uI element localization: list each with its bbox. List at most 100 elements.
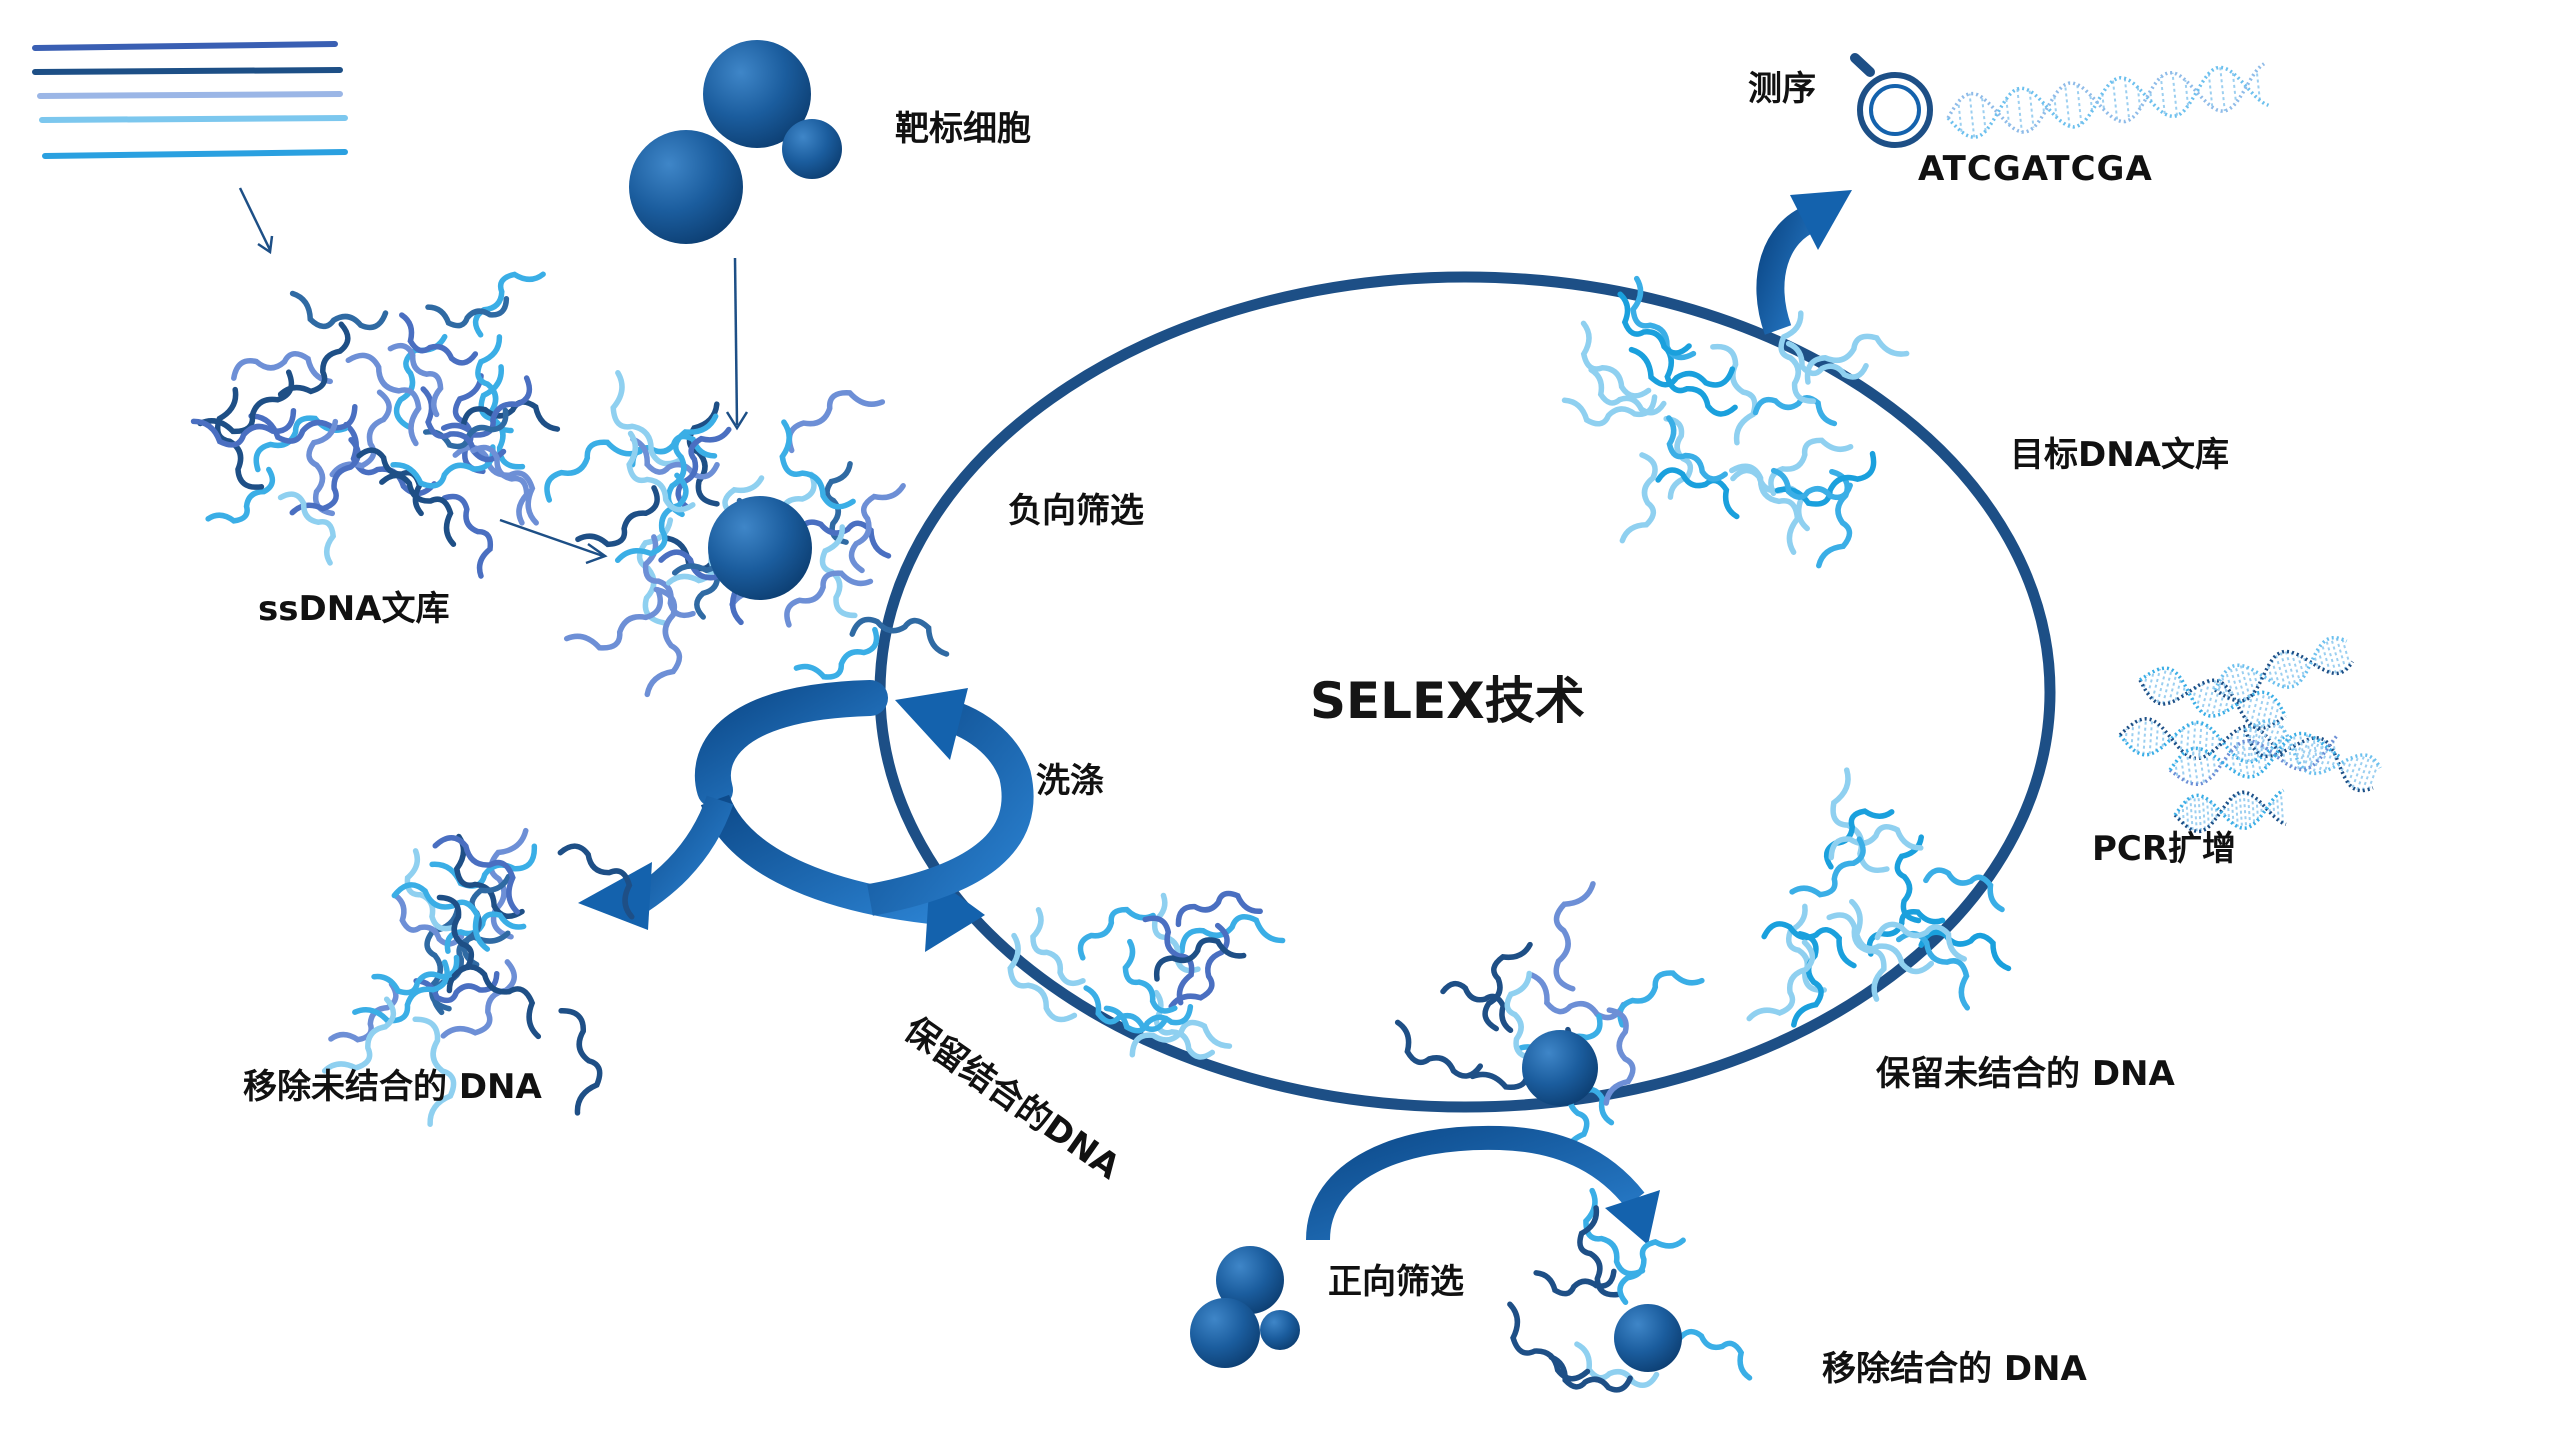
dna-strand-icon (1153, 937, 1247, 982)
target-cell-icon (629, 40, 842, 244)
dna-strand-icon (614, 472, 689, 564)
dna-strand-icon (563, 587, 663, 651)
dna-strand-icon (1894, 834, 1924, 924)
dna-strand-icon (460, 399, 561, 432)
remove-unbound-label: 移除未结合的 DNA (243, 1067, 542, 1107)
dna-strand-icon (356, 447, 424, 517)
dna-strand-icon (289, 290, 389, 331)
dna-strand-icon (404, 848, 458, 932)
dna-strand-icon (558, 1008, 603, 1116)
dna-strand-icon (1789, 836, 1866, 898)
dna-strand-icon (557, 843, 635, 920)
dna-strand-icon (1533, 1268, 1617, 1297)
sequence-text: ATCGATCGA (1918, 149, 2153, 189)
dna-strand-icon (470, 444, 530, 526)
pcr-label: PCR扩增 (2092, 829, 2237, 869)
target-cell-label: 靶标细胞 (895, 109, 1031, 149)
dna-strand-icon (472, 271, 546, 338)
dna-strand-icon (848, 483, 906, 574)
dna-strand-icon (1083, 985, 1169, 1033)
dna-strand-icon (786, 390, 886, 454)
dna-strand-icon (289, 437, 361, 516)
dna-strand-icon (1710, 343, 1758, 446)
dna-strand-icon (1786, 903, 1828, 993)
dna-strand-icon (665, 413, 719, 518)
retained-unbound-dna-cluster-icon (1746, 767, 2012, 1028)
dna-strand-icon (214, 386, 265, 490)
dna-double-helix-icon (1946, 62, 2270, 140)
dna-strand-icon (1504, 970, 1536, 1061)
selex-title: SELEX技术 (1310, 672, 1585, 730)
dna-strand-icon (1830, 767, 1890, 874)
dna-strand-icon (1529, 972, 1627, 1021)
dna-strand-icon (1507, 1301, 1591, 1382)
dna-strand-icon (321, 996, 397, 1074)
dna-strand-icon (1561, 394, 1658, 427)
dna-strand-icon (190, 407, 297, 448)
dna-strand-icon (1823, 808, 1895, 870)
pcr-helices-icon (2118, 635, 2382, 834)
dna-strand-icon (1122, 938, 1178, 1014)
cell-removed-bound-icon (1614, 1304, 1682, 1372)
target-cell-bottom-icon (1190, 1246, 1300, 1368)
dna-strand-icon (610, 370, 684, 467)
dna-strand-icon (658, 549, 744, 626)
dna-strand-icon (440, 375, 533, 438)
dna-strand-icon (1849, 898, 1935, 975)
ssdna-library-label: ssDNA文库 (258, 589, 450, 629)
dna-strand-icon (1179, 914, 1286, 955)
dna-strand-icon (1007, 932, 1078, 1023)
dna-strand-icon (793, 519, 892, 559)
target-dna-library-cluster-icon (1561, 275, 1910, 569)
dna-strand-icon (352, 959, 450, 1024)
dna-strand-icon (1918, 929, 2012, 972)
sequencing-arrow-icon (1756, 190, 1852, 335)
dna-strand-icon (1617, 291, 1692, 356)
dna-strand-icon (1675, 1328, 1753, 1381)
sequencing-label: 测序 (1748, 69, 1816, 109)
cell-bound-on-ring-icon (1522, 1030, 1598, 1106)
dna-strand-icon (1655, 467, 1740, 520)
dna-strand-icon (277, 321, 351, 398)
dna-strand-icon (784, 570, 874, 628)
dna-strand-icon (1785, 340, 1869, 380)
dna-strand-icon (390, 444, 496, 489)
dna-strand-icon (1628, 346, 1736, 388)
dna-strand-icon (277, 491, 337, 566)
retained-bound-dna-cluster-icon (1007, 890, 1286, 1060)
dna-strand-icon (1791, 931, 1824, 1028)
dna-strand-icon (1746, 939, 1816, 1022)
dna-strand-icon (1548, 1354, 1633, 1393)
dna-strand-icon (253, 415, 349, 473)
thin-arrow-icon (238, 187, 749, 565)
dna-strand-icon (1077, 906, 1156, 961)
dna-strand-icon (197, 369, 295, 435)
dna-strand-icon (1778, 310, 1817, 404)
dna-strand-icon (379, 472, 457, 547)
dna-strand-icon (1574, 1341, 1660, 1388)
dna-strand-icon (425, 296, 510, 329)
dna-strand-icon (399, 312, 479, 366)
positive-selection-arrow-icon (1306, 1125, 1660, 1245)
dna-strand-icon (231, 351, 333, 385)
dna-strand-icon (475, 334, 514, 434)
wash-cycle-arrow-icon (578, 680, 1034, 952)
dna-strand-icon (248, 403, 358, 444)
dna-strand-icon (849, 616, 950, 657)
dna-strand-icon (575, 485, 660, 548)
dna-strand-icon (1603, 1007, 1636, 1106)
dna-strand-icon (432, 835, 521, 915)
magnifier-icon (1850, 53, 1933, 148)
dna-strand-icon (1168, 922, 1230, 1010)
ssdna-lines-icon (32, 41, 348, 159)
dna-strand-icon (329, 389, 392, 478)
dna-strand-icon (1394, 1019, 1484, 1079)
dna-strand-icon (1752, 395, 1838, 427)
dna-strand-icon (345, 352, 422, 447)
positive-selection-label: 正向筛选 (1328, 1262, 1464, 1302)
dna-strand-icon (1761, 921, 1857, 969)
dna-strand-icon (1030, 907, 1086, 987)
dna-strand-icon (1804, 333, 1910, 385)
